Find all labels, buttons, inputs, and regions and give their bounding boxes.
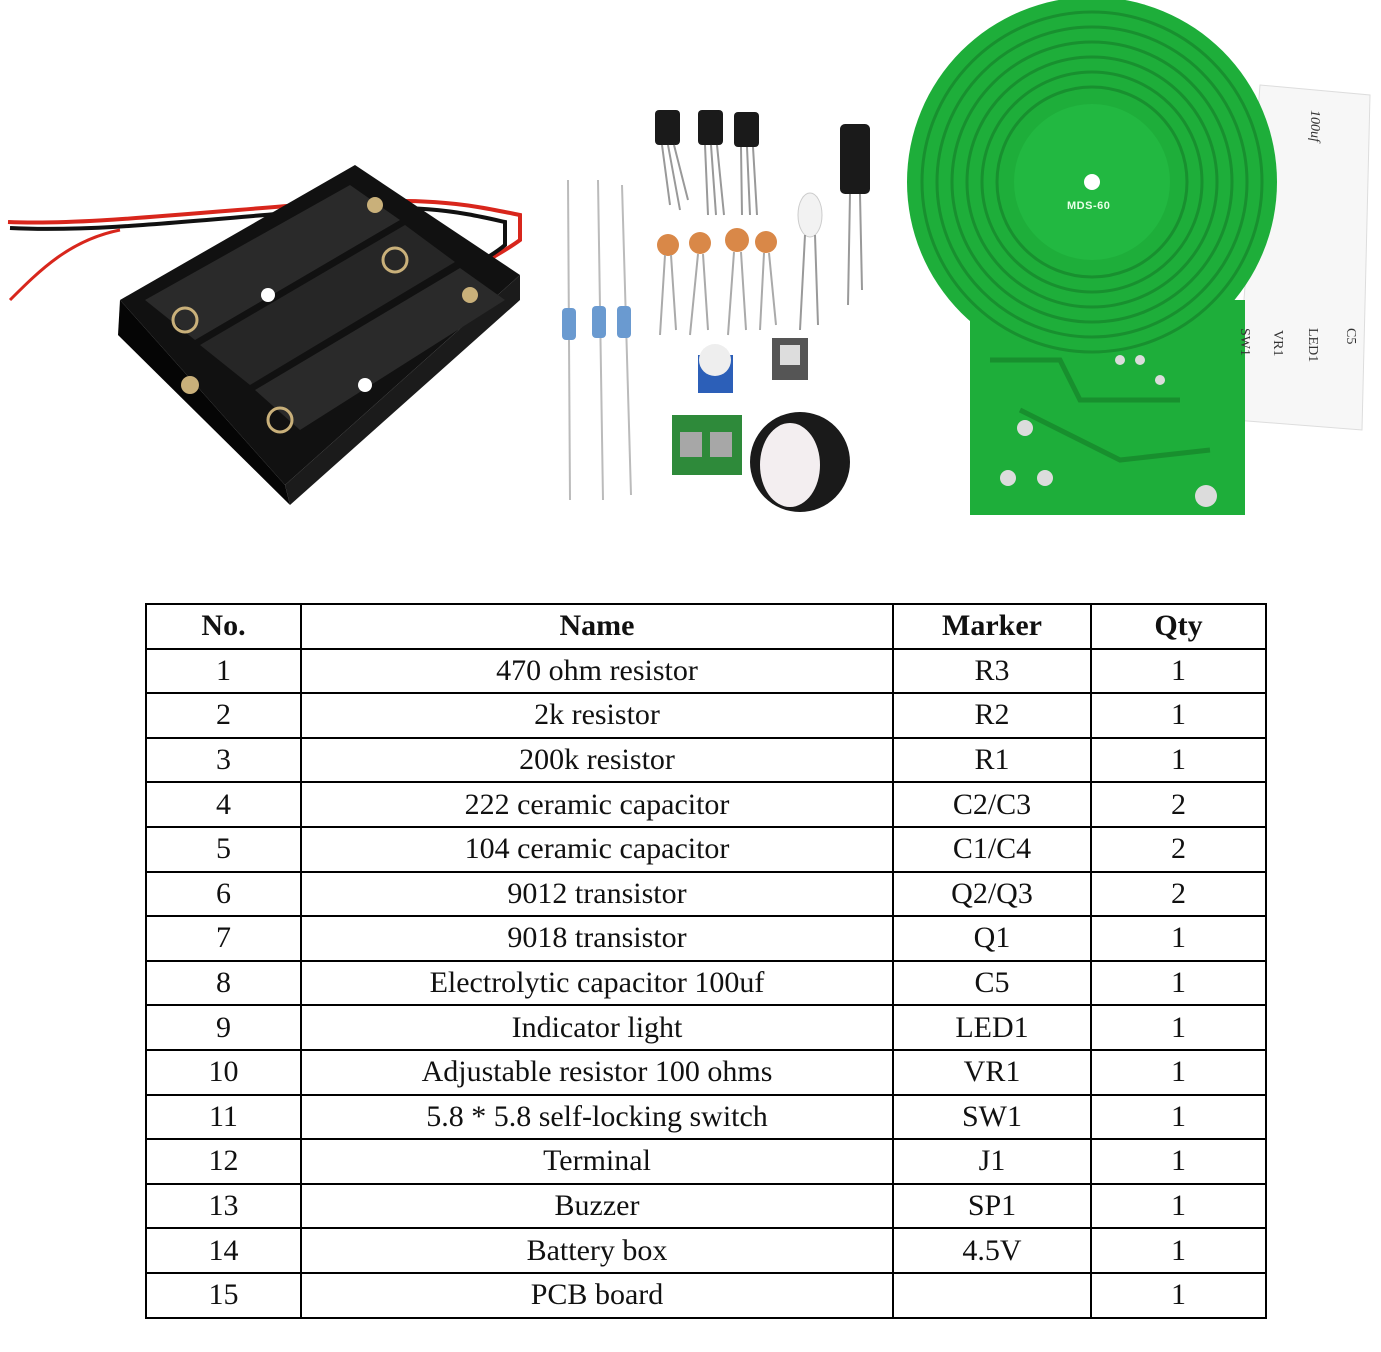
components-image (562, 110, 870, 512)
cell-qty: 1 (1090, 647, 1267, 695)
cell-no: 13 (145, 1182, 302, 1230)
cell-marker: SW1 (892, 1093, 1092, 1141)
cell-name: Adjustable resistor 100 ohms (300, 1048, 894, 1096)
cell-marker: Q2/Q3 (892, 870, 1092, 918)
cell-name: Terminal (300, 1138, 894, 1185)
cell-name: Indicator light (300, 1004, 894, 1051)
card-label-led1: LED1 (1305, 328, 1320, 363)
cell-name: 200k resistor (300, 736, 894, 784)
pcb-image (907, 0, 1371, 515)
cell-marker: J1 (892, 1138, 1092, 1185)
table-header-row: No. Name Marker Qty (145, 603, 1267, 650)
cell-no: 7 (145, 915, 302, 962)
cell-name: Buzzer (300, 1182, 894, 1230)
cell-qty: 1 (1090, 692, 1267, 739)
cell-no: 4 (145, 781, 302, 828)
cell-name: 222 ceramic capacitor (300, 781, 894, 828)
cell-no: 9 (145, 1004, 302, 1051)
cell-marker (892, 1271, 1092, 1319)
product-photo (7, 0, 1371, 515)
cell-qty: 1 (1090, 1004, 1267, 1051)
cell-marker: 4.5V (892, 1227, 1092, 1274)
cell-no: 11 (145, 1093, 302, 1141)
card-label-sw1: SW1 (1237, 328, 1252, 356)
cell-qty: 1 (1090, 1271, 1267, 1319)
cell-no: 12 (145, 1138, 302, 1185)
cell-marker: SP1 (892, 1182, 1092, 1230)
header-no: No. (145, 603, 302, 650)
cell-qty: 1 (1090, 959, 1267, 1007)
cell-no: 15 (145, 1271, 302, 1319)
cell-name: 5.8 * 5.8 self-locking switch (300, 1093, 894, 1141)
pcb-silkscreen-label: MDS-60 (1067, 200, 1111, 212)
cell-marker: R3 (892, 647, 1092, 695)
cell-no: 3 (145, 736, 302, 784)
battery-box-image (7, 165, 522, 505)
cell-no: 5 (145, 825, 302, 873)
cell-qty: 2 (1090, 870, 1267, 918)
card-label-vr1: VR1 (1270, 330, 1285, 357)
cell-qty: 1 (1090, 1093, 1267, 1141)
cell-no: 8 (145, 959, 302, 1007)
cell-name: 104 ceramic capacitor (300, 825, 894, 873)
header-name: Name (300, 603, 894, 650)
card-label-100uf: 100uf (1307, 110, 1322, 142)
cell-marker: VR1 (892, 1048, 1092, 1096)
card-label-c5: C5 (1343, 328, 1358, 345)
cell-qty: 1 (1090, 915, 1267, 962)
cell-name: PCB board (300, 1271, 894, 1319)
cell-name: Battery box (300, 1227, 894, 1274)
cell-qty: 1 (1090, 1227, 1267, 1274)
cell-name: 9018 transistor (300, 915, 894, 962)
cell-qty: 1 (1090, 736, 1267, 784)
cell-marker: C5 (892, 959, 1092, 1007)
cell-marker: Q1 (892, 915, 1092, 962)
cell-no: 6 (145, 870, 302, 918)
header-marker: Marker (892, 603, 1092, 650)
cell-marker: R1 (892, 736, 1092, 784)
cell-no: 2 (145, 692, 302, 739)
cell-name: Electrolytic capacitor 100uf (300, 959, 894, 1007)
cell-marker: C2/C3 (892, 781, 1092, 828)
cell-no: 1 (145, 647, 302, 695)
cell-qty: 1 (1090, 1048, 1267, 1096)
cell-marker: LED1 (892, 1004, 1092, 1051)
header-qty: Qty (1090, 603, 1267, 650)
cell-no: 10 (145, 1048, 302, 1096)
cell-qty: 2 (1090, 825, 1267, 873)
cell-name: 2k resistor (300, 692, 894, 739)
cell-no: 14 (145, 1227, 302, 1274)
cell-qty: 1 (1090, 1182, 1267, 1230)
cell-marker: R2 (892, 692, 1092, 739)
cell-marker: C1/C4 (892, 825, 1092, 873)
cell-name: 470 ohm resistor (300, 647, 894, 695)
cell-name: 9012 transistor (300, 870, 894, 918)
cell-qty: 2 (1090, 781, 1267, 828)
cell-qty: 1 (1090, 1138, 1267, 1185)
